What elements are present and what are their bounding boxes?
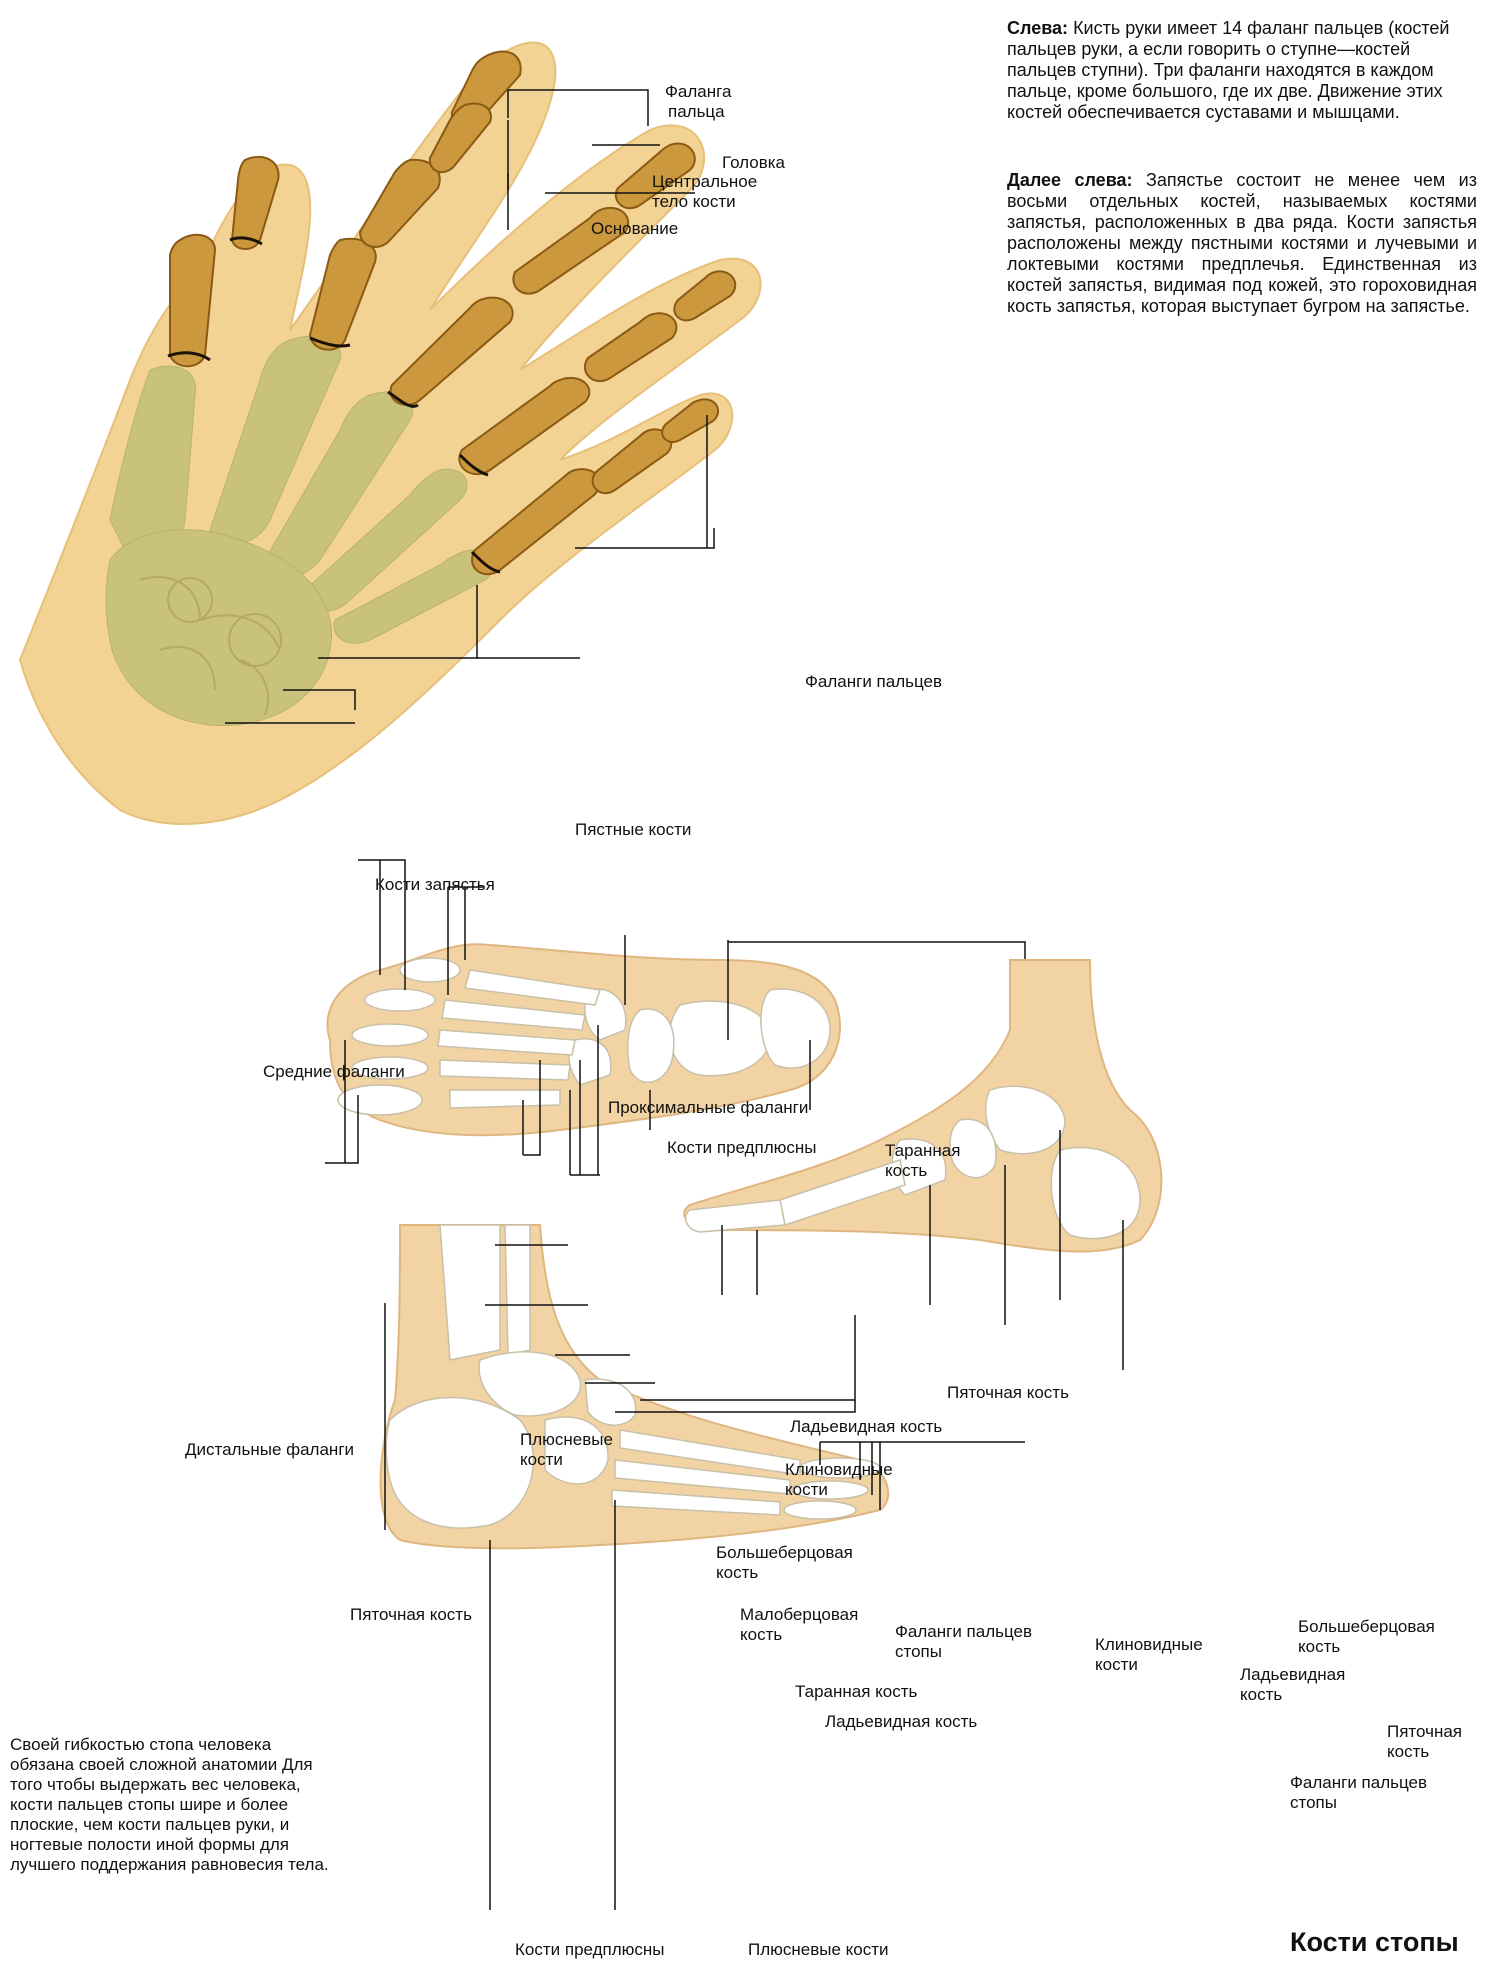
hand-description: Слева: Кисть руки имеет 14 фаланг пальце… bbox=[1007, 18, 1477, 123]
phalanx-ring-proximal bbox=[458, 376, 591, 476]
label-talus-top-2: кость bbox=[885, 1161, 928, 1180]
phalanx-ring-middle bbox=[583, 312, 678, 383]
metatarsal-top-1 bbox=[464, 969, 601, 1006]
phalanx-thumb-proximal bbox=[169, 233, 217, 368]
metatarsal-lateral-1 bbox=[619, 1429, 801, 1476]
talus-lateral bbox=[478, 1351, 582, 1417]
phalanx-thumb-distal bbox=[230, 155, 280, 250]
toe-top-2 bbox=[364, 988, 436, 1012]
label-calcaneus-top: Пяточная кость bbox=[947, 1383, 1069, 1402]
metatarsal-lateral-3 bbox=[611, 1489, 781, 1516]
phalanx-ring-distal bbox=[673, 270, 737, 322]
label-calcaneus-medial-1: Пяточная bbox=[1387, 1722, 1463, 1741]
metatarsal-top-5 bbox=[449, 1089, 561, 1109]
label-toe-phalanges-medial-2: стопы bbox=[895, 1642, 942, 1661]
metatarsal-top-2 bbox=[441, 999, 586, 1031]
calcaneus-top bbox=[760, 988, 831, 1069]
label-head: Головка bbox=[722, 153, 786, 172]
label-metatarsals-top-1: Плюсневые bbox=[520, 1430, 613, 1449]
label-tibia-medial-2: кость bbox=[1298, 1637, 1341, 1656]
metatarsal-top-3 bbox=[437, 1029, 576, 1056]
calcaneus-lateral bbox=[385, 1396, 535, 1529]
metatarsal-lateral-2 bbox=[614, 1459, 791, 1495]
label-phalanx-2: пальца bbox=[668, 102, 725, 121]
label-fibula-lateral-2: кость bbox=[740, 1625, 783, 1644]
foot-medial-skin bbox=[683, 959, 1163, 1253]
label-carpals: Кости запястья bbox=[375, 875, 495, 894]
toe-top-5 bbox=[337, 1084, 423, 1116]
label-body-1: Центральное bbox=[652, 172, 758, 191]
carpal-description-text: Запястье состоит не менее чем из восьми … bbox=[1007, 170, 1477, 316]
fibula-lateral bbox=[504, 1224, 531, 1356]
foot-medial-illustration bbox=[683, 959, 1163, 1253]
label-phalanges: Фаланги пальцев bbox=[805, 672, 943, 691]
toe-lateral-3 bbox=[783, 1500, 857, 1520]
label-metacarpals: Пястные кости bbox=[575, 820, 692, 839]
label-navicular-lateral: Ладьевидная кость bbox=[825, 1712, 978, 1731]
foot-lateral-leader-lines bbox=[384, 1244, 1025, 1910]
phalanx-middle-distal bbox=[614, 142, 696, 210]
foot-top-leader-lines bbox=[325, 859, 1026, 1176]
metatarsal-top-4 bbox=[439, 1059, 571, 1081]
label-navicular-medial-1: Ладьевидная bbox=[1240, 1665, 1346, 1684]
label-metatarsals-lateral: Плюсневые кости bbox=[748, 1940, 889, 1959]
label-cuneiforms-top-1: Клиновидные bbox=[785, 1460, 893, 1479]
label-toe-phalanges-lateral-1: Фаланги пальцев bbox=[1290, 1773, 1428, 1792]
navicular-lateral bbox=[584, 1378, 637, 1426]
toe-top-3 bbox=[351, 1023, 429, 1047]
label-phalanx-1: Фаланга bbox=[665, 82, 732, 101]
label-tibia-lateral-2: кость bbox=[716, 1563, 759, 1582]
label-tibia-medial-1: Большеберцовая bbox=[1298, 1617, 1435, 1636]
toe-lateral-2 bbox=[791, 1480, 869, 1500]
hand-description-text: Кисть руки имеет 14 фаланг пальцев (кост… bbox=[1007, 18, 1450, 122]
label-tarsals-lateral: Кости предплюсны bbox=[515, 1940, 665, 1959]
label-cuneiforms-top-2: кости bbox=[785, 1480, 828, 1499]
phalanx-middle-middle bbox=[512, 207, 630, 295]
toe-top-4 bbox=[351, 1056, 429, 1080]
label-tarsals-top: Кости предплюсны bbox=[667, 1138, 817, 1157]
label-distal-phalanges: Дистальные фаланги bbox=[185, 1440, 355, 1459]
phalanx-middle-proximal bbox=[389, 296, 514, 406]
talus-medial bbox=[984, 1085, 1066, 1155]
label-metatarsals-top-2: кости bbox=[520, 1450, 563, 1469]
cuboid-lateral bbox=[544, 1416, 609, 1485]
label-body-2: тело кости bbox=[652, 192, 736, 211]
carpal-description-title: Далее слева: bbox=[1007, 170, 1133, 190]
carpal-description: Далее слева: Запястье состоит не менее ч… bbox=[1007, 170, 1477, 317]
foot-lateral-illustration bbox=[379, 1224, 890, 1550]
phalanx-little-distal bbox=[661, 398, 719, 443]
label-cuneiforms-medial-2: кости bbox=[1095, 1655, 1138, 1674]
label-tibia-lateral-1: Большеберцовая bbox=[716, 1543, 853, 1562]
foot-medial-leader-lines bbox=[721, 1130, 1124, 1370]
toe-top-1 bbox=[399, 957, 461, 983]
label-proximal-phalanges: Проксимальные фаланги bbox=[608, 1098, 809, 1117]
calcaneus-medial bbox=[1050, 1146, 1141, 1240]
hand-leader-lines bbox=[225, 89, 715, 724]
foot-top-illustration bbox=[326, 943, 841, 1137]
tibia-lateral bbox=[439, 1224, 501, 1361]
label-talus-top-1: Таранная bbox=[885, 1141, 961, 1160]
navicular-top bbox=[626, 1008, 675, 1084]
cuneiform-medial bbox=[891, 1138, 947, 1196]
toe-medial bbox=[684, 1199, 786, 1233]
hand-description-title: Слева: bbox=[1007, 18, 1069, 38]
carpal-bones bbox=[105, 529, 332, 727]
label-navicular-top: Ладьевидная кость bbox=[790, 1417, 943, 1436]
hand-illustration bbox=[18, 41, 762, 825]
label-cuneiforms-medial-1: Клиновидные bbox=[1095, 1635, 1203, 1654]
label-fibula-lateral-1: Малоберцовая bbox=[740, 1605, 859, 1624]
phalanx-index-distal2 bbox=[428, 102, 492, 174]
label-calcaneus-lateral: Пяточная кость bbox=[350, 1605, 472, 1624]
foot-note: Своей гибкостью стопа человека обязана с… bbox=[10, 1735, 329, 1874]
label-toe-phalanges-medial-1: Фаланги пальцев bbox=[895, 1622, 1033, 1641]
page-title: Кости стопы bbox=[1290, 1927, 1459, 1957]
label-calcaneus-medial-2: кость bbox=[1387, 1742, 1430, 1761]
navicular-medial bbox=[949, 1118, 997, 1179]
label-base: Основание bbox=[591, 219, 679, 238]
label-navicular-medial-2: кость bbox=[1240, 1685, 1283, 1704]
label-middle-phalanges: Средние фаланги bbox=[263, 1062, 405, 1081]
label-toe-phalanges-lateral-2: стопы bbox=[1290, 1793, 1337, 1812]
label-talus-lateral: Таранная кость bbox=[795, 1682, 918, 1701]
